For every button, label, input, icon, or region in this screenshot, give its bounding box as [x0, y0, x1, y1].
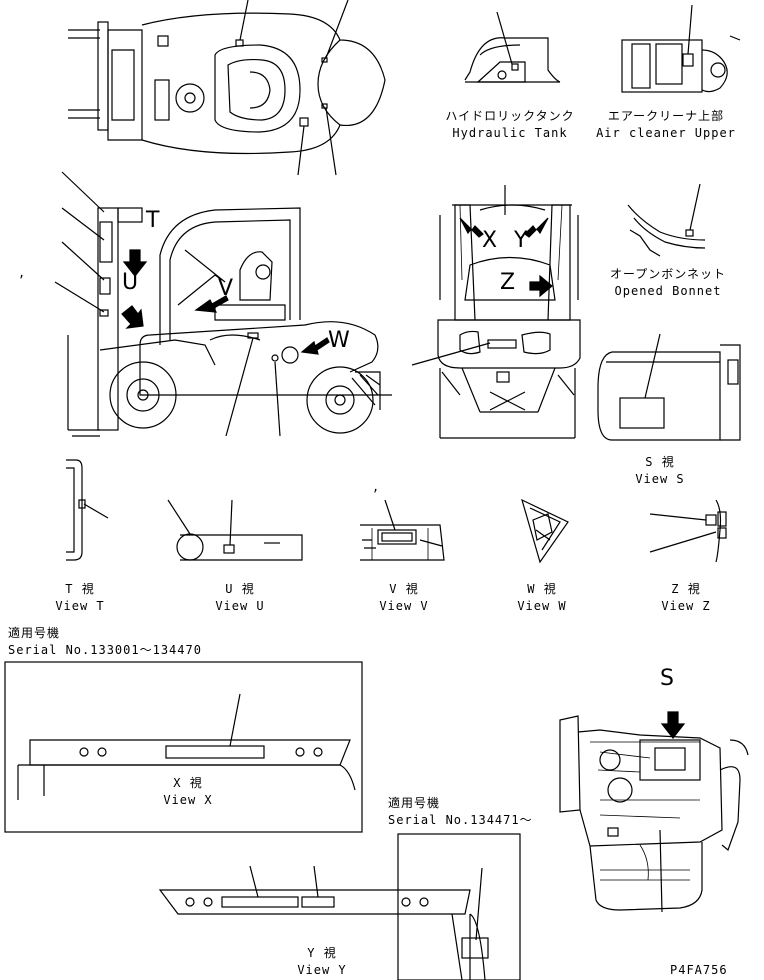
view-z-detail — [649, 499, 727, 563]
view-x-jp-label: X 視 — [173, 776, 203, 790]
forklift-side-view — [54, 171, 392, 437]
serial1-en-label: Serial No.133001～134470 — [8, 643, 202, 657]
view-letter-x: X — [482, 228, 498, 253]
opened-bonnet-jp-label: オープンボンネット — [609, 267, 727, 281]
view-t-en-label: View T — [55, 599, 105, 613]
view-letter-s: S — [660, 666, 674, 691]
view-x-detail — [4, 661, 363, 833]
drawing-number: P4FA756 — [670, 963, 728, 977]
air-cleaner-detail — [621, 4, 741, 93]
view-u-en-label: View U — [215, 599, 265, 613]
view-s-jp-label: S 視 — [645, 455, 675, 469]
view-z-jp-label: Z 視 — [671, 582, 701, 596]
view-w-en-label: View W — [517, 599, 567, 613]
hydraulic-tank-detail — [464, 11, 561, 83]
view-u-detail — [167, 499, 303, 561]
view-letter-w: W — [328, 328, 350, 353]
view-u-jp-label: U 視 — [225, 582, 255, 596]
view-letter-u: U — [122, 270, 139, 295]
serial1-jp-label: 適用号機 — [8, 626, 61, 640]
view-x-en-label: View X — [163, 793, 213, 807]
forklift-top-view — [68, 0, 386, 176]
view-z-en-label: View Z — [661, 599, 711, 613]
view-y-en-label: View Y — [297, 963, 347, 977]
view-letter-v: V — [218, 276, 234, 301]
view-letter-y: Y — [514, 228, 528, 253]
view-letter-t: T — [146, 208, 160, 233]
hydraulic-tank-jp-label: ハイドロリックタンク — [445, 109, 575, 123]
engine-detail — [559, 711, 749, 913]
opened-bonnet-detail — [627, 183, 706, 257]
view-v-detail — [360, 499, 445, 561]
comma-mark-1: , — [18, 266, 27, 280]
view-v-jp-label: V 視 — [389, 582, 419, 596]
opened-bonnet-en-label: Opened Bonnet — [614, 284, 722, 298]
view-w-detail — [521, 498, 569, 564]
air-cleaner-en-label: Air cleaner Upper — [596, 126, 736, 140]
view-letter-z: Z — [500, 270, 516, 295]
air-cleaner-jp-label: エアークリーナ上部 — [607, 109, 725, 123]
comma-mark-2: , — [372, 480, 381, 494]
hydraulic-tank-en-label: Hydraulic Tank — [452, 126, 568, 140]
view-s-detail — [597, 333, 741, 441]
view-v-en-label: View V — [379, 599, 429, 613]
view-t-jp-label: T 視 — [65, 582, 95, 596]
serial2-en-label: Serial No.134471～ — [388, 813, 533, 827]
view-y-jp-label: Y 視 — [307, 946, 337, 960]
view-w-jp-label: W 視 — [527, 582, 557, 596]
view-y-detail — [158, 833, 521, 980]
view-s-en-label: View S — [635, 472, 685, 486]
forklift-rear-view — [411, 185, 581, 439]
view-t-detail — [66, 459, 109, 561]
serial2-jp-label: 適用号機 — [388, 796, 441, 810]
